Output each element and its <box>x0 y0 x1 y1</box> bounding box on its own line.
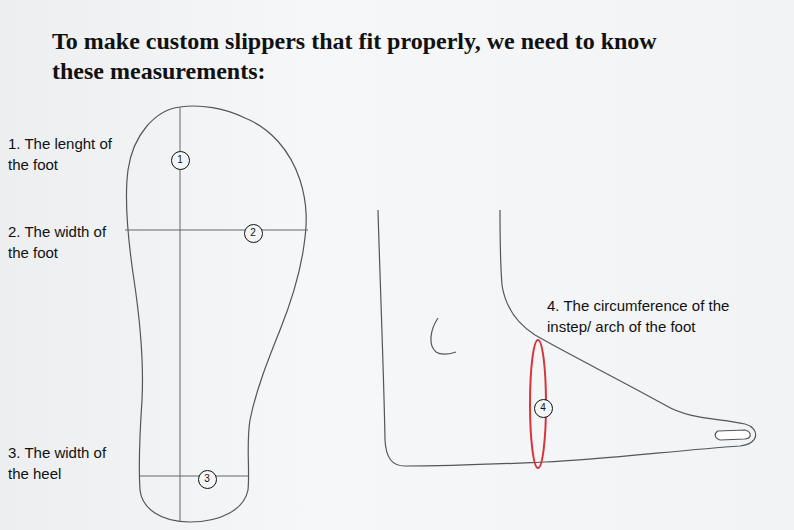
foot-side-outline <box>378 210 756 466</box>
title: To make custom slippers that fit properl… <box>52 26 712 86</box>
ankle-bone <box>431 318 456 354</box>
callout-text: 1 <box>177 155 183 165</box>
callout-text: 3 <box>204 474 210 484</box>
callout-text: 4 <box>540 403 546 413</box>
callout-number: 4 <box>534 399 553 418</box>
heel-line <box>140 476 248 477</box>
callout-number: 2 <box>244 224 263 243</box>
measurement-label: 4. The circumference of the instep/ arch… <box>547 295 767 337</box>
toenail <box>715 430 750 440</box>
measurement-label: 3. The width of the heel <box>8 442 116 484</box>
callout-text: 2 <box>250 228 256 238</box>
callout-number: 1 <box>171 151 190 170</box>
foot-outline <box>126 106 306 522</box>
width-line <box>125 230 308 231</box>
callout-number: 3 <box>198 470 217 489</box>
measurement-label: 1. The lenght of the foot <box>8 133 116 175</box>
measurement-label: 2. The width of the foot <box>8 221 116 263</box>
